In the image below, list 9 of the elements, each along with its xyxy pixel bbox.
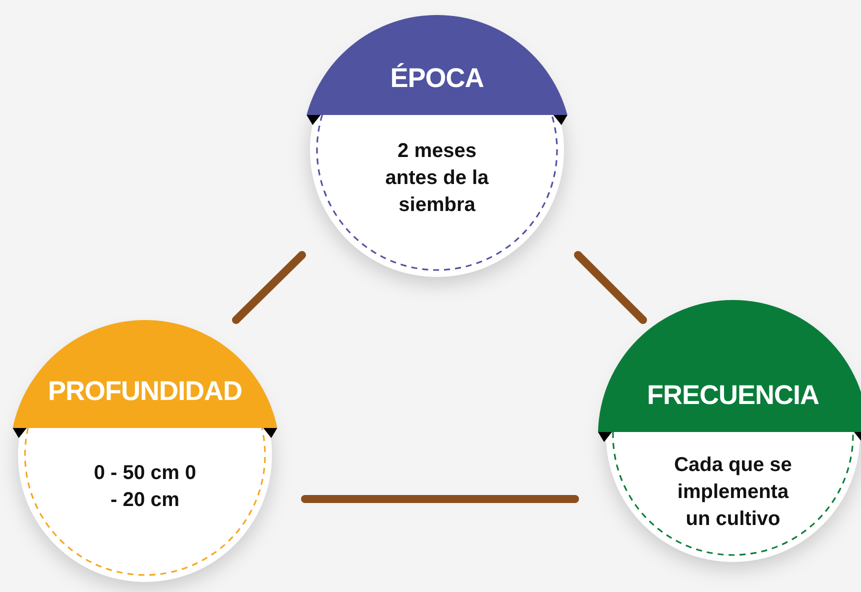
heading: PROFUNDIDAD	[47, 376, 243, 407]
description-text: 0 - 50 cm 0 - 20 cm	[92, 461, 198, 513]
connector-line	[301, 495, 579, 503]
connector-line	[232, 251, 306, 324]
heading: FRECUENCIA	[646, 380, 820, 411]
heading: ÉPOCA	[389, 63, 485, 94]
connector-line	[574, 251, 647, 324]
description-text: 2 meses antes de la siembra	[384, 139, 490, 218]
description-text: Cada que se implementa un cultivo	[673, 453, 793, 532]
